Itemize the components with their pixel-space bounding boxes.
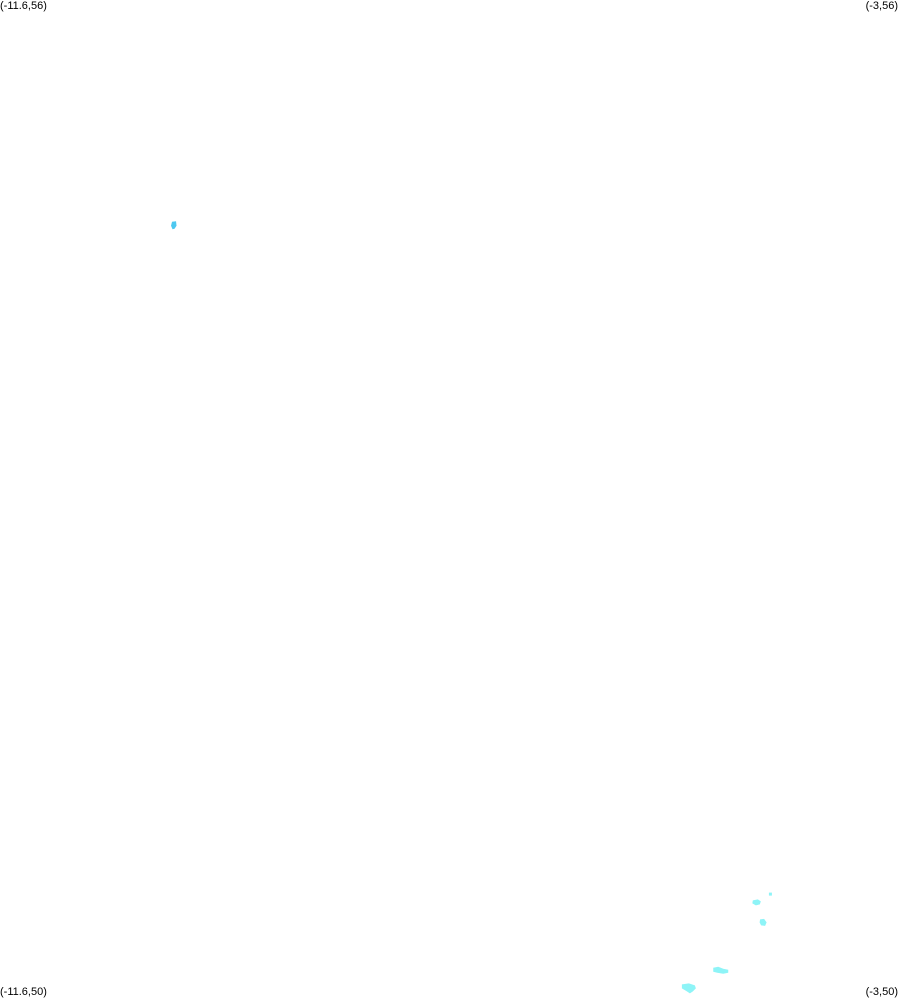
- map-feature: [713, 966, 729, 974]
- corner-label-bottom-left: (-11.6,50): [0, 986, 47, 998]
- map-feature: [752, 899, 761, 906]
- map-feature: [681, 983, 696, 994]
- map-feature: [759, 918, 767, 926]
- corner-label-top-left: (-11.6,56): [0, 0, 47, 12]
- corner-label-bottom-right: (-3,50): [865, 986, 898, 998]
- map-feature: [171, 221, 177, 230]
- map-feature: [768, 892, 772, 896]
- corner-label-top-right: (-3,56): [865, 0, 898, 12]
